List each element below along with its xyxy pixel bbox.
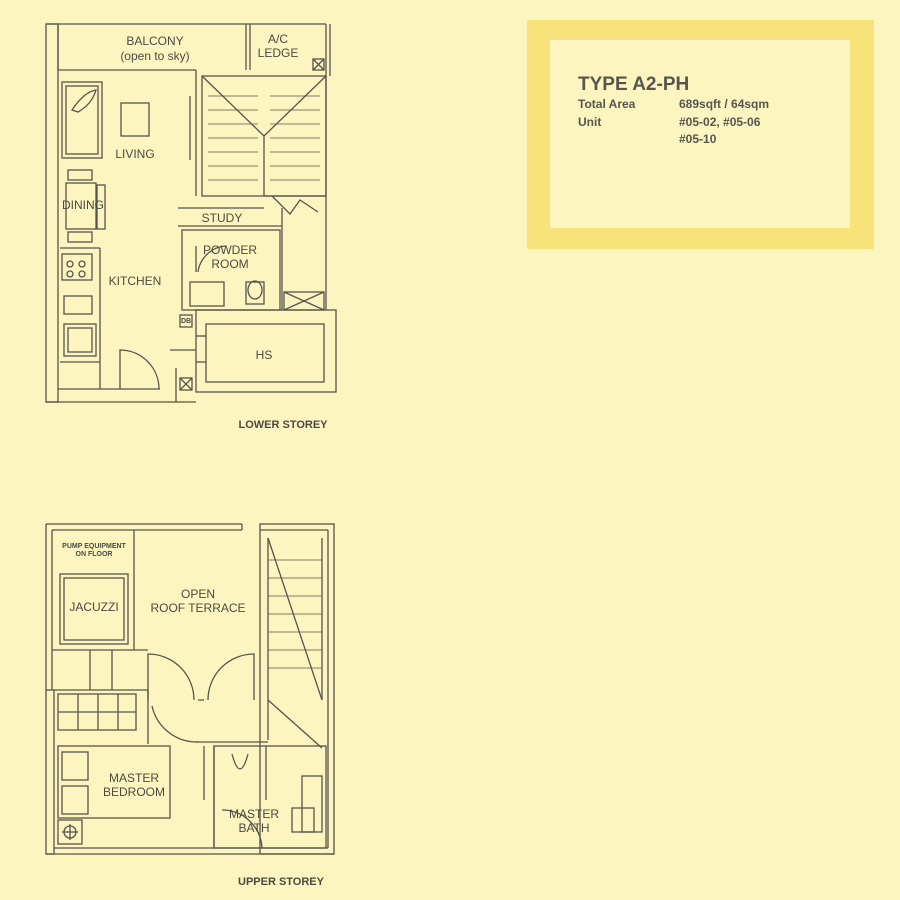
- upper-storey-plan: [45, 523, 335, 855]
- bath-label: BATH: [238, 821, 270, 835]
- upper-storey-caption: UPPER STOREY: [238, 876, 324, 888]
- roof-terrace-label: ROOF TERRACE: [150, 601, 246, 615]
- dining-label: DINING: [62, 198, 104, 212]
- unit-label: Unit: [578, 115, 602, 129]
- ac-label: A/C: [267, 32, 288, 46]
- total-area-value: 689sqft / 64sqm: [679, 97, 770, 111]
- study-label: STUDY: [201, 211, 243, 225]
- unit-value-extra: #05-10: [679, 132, 717, 146]
- ledge-label: LEDGE: [257, 46, 299, 60]
- hs-label: HS: [255, 348, 273, 362]
- unit-info-panel: [550, 40, 850, 228]
- living-label: LIVING: [115, 147, 155, 161]
- unit-type-title: TYPE A2-PH: [578, 74, 690, 95]
- open-label: OPEN: [180, 587, 215, 601]
- pump-equipment-label: PUMP EQUIPMENT: [62, 543, 126, 550]
- pump-floor-label: ON FLOOR: [75, 551, 113, 558]
- master-label: MASTER: [108, 771, 159, 785]
- master-bath-label: MASTER: [228, 807, 279, 821]
- bedroom-label: BEDROOM: [102, 785, 165, 799]
- powder-label: POWDER: [203, 243, 257, 257]
- powder-room-label: ROOM: [211, 257, 249, 271]
- db-label: DB: [180, 318, 192, 325]
- unit-value: #05-02, #05-06: [679, 115, 761, 129]
- kitchen-label: KITCHEN: [108, 274, 162, 288]
- balcony-label: BALCONY: [126, 34, 184, 48]
- lower-storey-caption: LOWER STOREY: [238, 419, 328, 431]
- balcony-note: (open to sky): [120, 49, 190, 63]
- jacuzzi-label: JACUZZI: [69, 600, 119, 614]
- total-area-label: Total Area: [578, 97, 636, 111]
- lower-storey-plan: [45, 23, 337, 403]
